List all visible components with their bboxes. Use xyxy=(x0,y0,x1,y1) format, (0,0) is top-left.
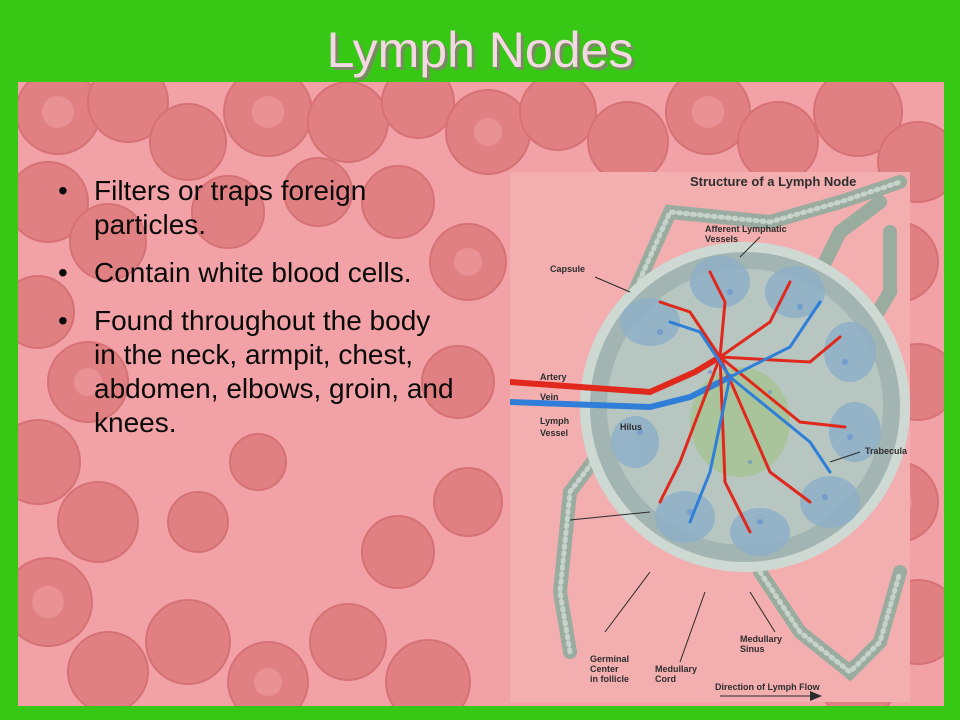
bullet-item: • Filters or traps foreign particles. xyxy=(58,174,458,242)
label-medullary-cord: Medullary xyxy=(655,664,697,674)
blood-vessels xyxy=(507,270,847,534)
label-hilus: Hilus xyxy=(620,422,642,432)
label-medullary-sinus: Medullary xyxy=(740,634,782,644)
bullet-text: Filters or traps foreign particles. xyxy=(94,175,367,240)
label-medullary-cord-2: Cord xyxy=(655,674,676,684)
diagram-title: Structure of a Lymph Node xyxy=(690,174,856,189)
bullet-list: • Filters or traps foreign particles. • … xyxy=(58,174,458,454)
label-germinal-3: in follicle xyxy=(590,674,629,684)
content-panel: • Filters or traps foreign particles. • … xyxy=(18,82,944,706)
label-germinal-2: Center xyxy=(590,664,619,674)
flow-arrow-icon xyxy=(810,691,822,701)
label-lymph: Lymph xyxy=(540,416,569,426)
label-flow: Direction of Lymph Flow xyxy=(715,682,821,692)
bullet-dot: • xyxy=(58,305,68,336)
leader-lines xyxy=(569,236,861,697)
label-lymph-2: Vessel xyxy=(540,428,568,438)
label-capsule: Capsule xyxy=(550,264,585,274)
bullet-dot: • xyxy=(58,175,68,206)
bullet-text: Found throughout the body in the neck, a… xyxy=(94,305,454,438)
label-vein: Vein xyxy=(540,392,559,402)
lymph-node-diagram: Structure of a Lymph Node xyxy=(507,172,910,702)
bullet-item: • Found throughout the body in the neck,… xyxy=(58,304,458,440)
bullet-text: Contain white blood cells. xyxy=(94,257,412,288)
lymph-node-body xyxy=(580,242,910,572)
label-afferent: Afferent Lymphatic xyxy=(705,224,787,234)
lymph-node-illustration: Structure of a Lymph Node xyxy=(507,174,910,701)
label-medullary-sinus-2: Sinus xyxy=(740,644,765,654)
bullet-item: • Contain white blood cells. xyxy=(58,256,458,290)
label-trabecula: Trabecula xyxy=(865,446,908,456)
label-afferent-2: Vessels xyxy=(705,234,738,244)
bullet-dot: • xyxy=(58,257,68,288)
label-artery: Artery xyxy=(540,372,567,382)
label-germinal: Germinal xyxy=(590,654,629,664)
slide-title: Lymph Nodes xyxy=(326,22,634,78)
